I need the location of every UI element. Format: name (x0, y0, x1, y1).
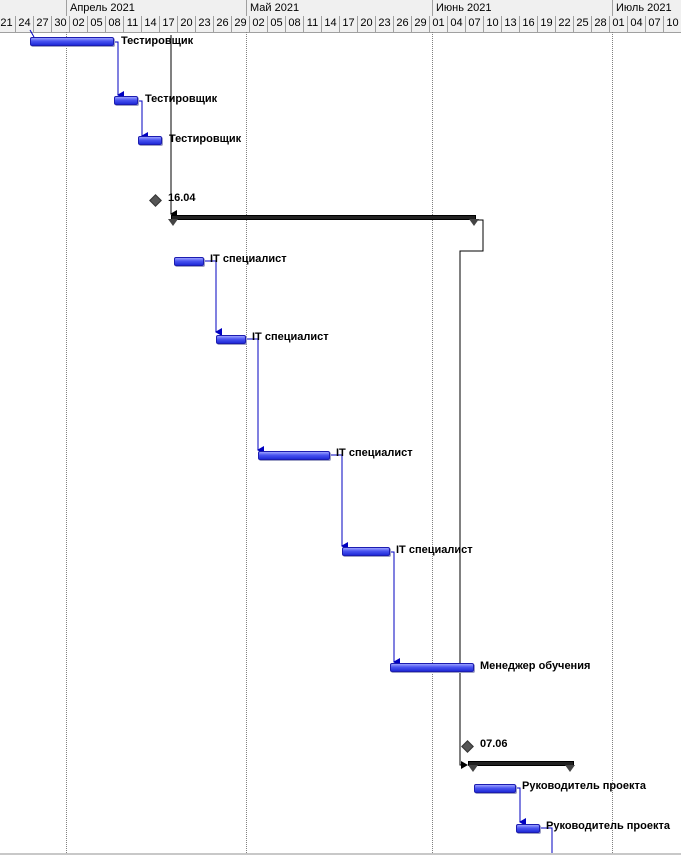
link-arrow (540, 827, 553, 855)
task-bar[interactable] (30, 37, 114, 46)
day-cell: 27 (33, 16, 51, 32)
summary-bar-start-cap (168, 219, 178, 226)
day-cell: 05 (87, 16, 105, 32)
task-bar[interactable] (390, 663, 474, 672)
link-arrow (137, 100, 148, 140)
link-arrow (113, 41, 124, 99)
day-cell: 25 (573, 16, 591, 32)
task-resource-label: Тестировщик (145, 93, 218, 105)
day-cell: 05 (267, 16, 285, 32)
summary-bar-end-cap (565, 765, 575, 772)
month-gridline (66, 32, 67, 855)
task-bar[interactable] (258, 451, 330, 460)
bottom-edge (0, 853, 681, 855)
task-bar[interactable] (342, 547, 390, 556)
day-cell: 16 (519, 16, 537, 32)
day-cell: 02 (69, 16, 87, 32)
task-bar[interactable] (216, 335, 246, 344)
task-bar[interactable] (174, 257, 204, 266)
summary-bar-end-cap (469, 219, 479, 226)
day-cell: 28 (591, 16, 609, 32)
day-cell: 08 (105, 16, 123, 32)
day-cell: 30 (51, 16, 69, 32)
task-bar[interactable] (516, 824, 540, 833)
task-resource-label: Менеджер обучения (480, 660, 591, 672)
link-arrow (515, 787, 526, 826)
day-cell: 11 (123, 16, 141, 32)
task-resource-label: IT специалист (252, 331, 329, 343)
day-cell: 23 (195, 16, 213, 32)
month-gridline (612, 32, 613, 855)
day-cell: 11 (303, 16, 321, 32)
day-cell: 10 (483, 16, 501, 32)
day-cell: 07 (645, 16, 663, 32)
link-arrow (329, 454, 348, 550)
task-resource-label: IT специалист (396, 544, 473, 556)
day-cell: 22 (555, 16, 573, 32)
day-cell: 26 (393, 16, 411, 32)
day-cell: 26 (213, 16, 231, 32)
day-cell: 29 (231, 16, 249, 32)
day-cell: 01 (429, 16, 447, 32)
link-arrow (389, 551, 400, 666)
month-cell: Июль 2021 (612, 0, 681, 16)
task-resource-label: Тестировщик (121, 35, 194, 47)
link-lines (29, 29, 553, 855)
month-cell: Июнь 2021 (432, 0, 612, 16)
task-bar[interactable] (114, 96, 138, 105)
milestone-date-label: 07.06 (480, 738, 508, 750)
link-arrow (29, 29, 35, 38)
day-cell: 17 (339, 16, 357, 32)
day-cell: 20 (177, 16, 195, 32)
day-cell: 14 (141, 16, 159, 32)
summary-bar[interactable] (468, 761, 574, 766)
link-arrow (203, 260, 222, 336)
summary-bar[interactable] (171, 215, 476, 220)
task-resource-label: IT специалист (336, 447, 413, 459)
day-cell: 17 (159, 16, 177, 32)
day-cell: 29 (411, 16, 429, 32)
milestone-date-label: 16.04 (168, 192, 196, 204)
link-arrow (459, 219, 484, 769)
day-cell: 23 (375, 16, 393, 32)
task-resource-label: Руководитель проекта (522, 780, 646, 792)
day-cell: 07 (465, 16, 483, 32)
day-cell: 14 (321, 16, 339, 32)
task-resource-label: Руководитель проекта (546, 820, 670, 832)
day-cell: 19 (537, 16, 555, 32)
summary-bar-start-cap (468, 765, 478, 772)
month-cell: Апрель 2021 (66, 0, 246, 16)
day-cell: 04 (447, 16, 465, 32)
task-resource-label: IT специалист (210, 253, 287, 265)
day-cell: 08 (285, 16, 303, 32)
day-cell: 04 (627, 16, 645, 32)
day-cell: 20 (357, 16, 375, 32)
day-cell: 13 (501, 16, 519, 32)
day-cell: 02 (249, 16, 267, 32)
link-arrow (245, 338, 264, 454)
task-resource-label: Тестировщик (169, 133, 242, 145)
task-bar[interactable] (474, 784, 516, 793)
day-cell: 21 (0, 16, 15, 32)
task-bar[interactable] (138, 136, 162, 145)
month-gridline (432, 32, 433, 855)
day-cell: 10 (663, 16, 681, 32)
month-gridline (246, 32, 247, 855)
month-cell: Май 2021 (246, 0, 432, 16)
day-cell: 24 (15, 16, 33, 32)
day-cell: 01 (609, 16, 627, 32)
